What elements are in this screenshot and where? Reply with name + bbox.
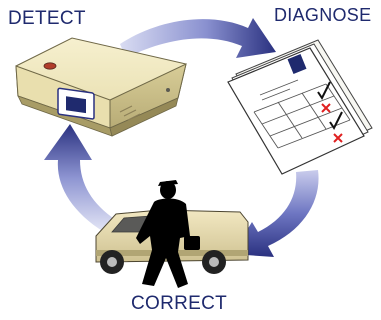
cycle-arrow-icon — [120, 18, 276, 58]
correct-step-label: CORRECT — [131, 294, 227, 313]
cycle-arrow-icon — [44, 124, 116, 232]
detect-step-label: DETECT — [8, 9, 86, 28]
analyzer-device-icon — [16, 38, 186, 136]
report-pages-icon — [228, 40, 372, 174]
diagnose-step-label: DIAGNOSE — [274, 6, 371, 24]
